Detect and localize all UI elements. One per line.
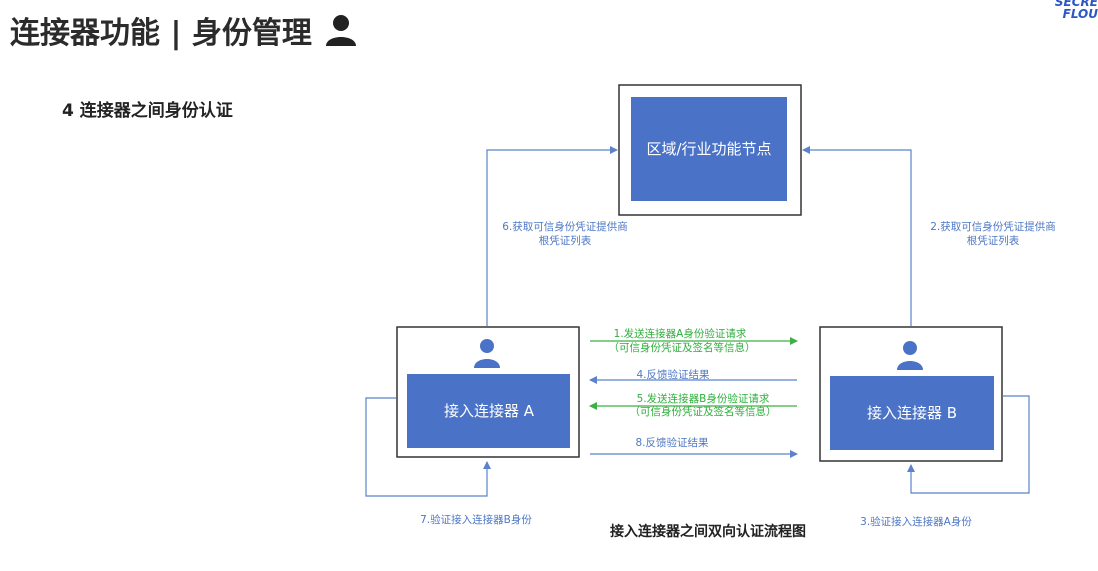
step7-label: 7.验证接入连接器B身份 [420, 513, 532, 526]
brand-logo: SECRE FLOU [1034, 0, 1098, 24]
top-node-label: 区域/行业功能节点 [646, 140, 771, 158]
page-title: 连接器功能 | 身份管理 [10, 8, 358, 52]
person-icon [325, 15, 356, 46]
step5-label-line1: 5.发送连接器B身份验证请求 [637, 392, 770, 405]
arrow-step7 [365, 397, 491, 497]
top-node: 区域/行业功能节点 [618, 84, 802, 216]
node-b-label: 接入连接器 B [867, 404, 957, 422]
node-b-person-icon [897, 341, 923, 370]
section-subtitle: 4 连接器之间身份认证 [62, 101, 233, 121]
arrow-step2 [802, 146, 912, 326]
brand-logo-line2: FLOU [1062, 7, 1098, 21]
node-a: 接入连接器 A [396, 326, 580, 458]
arrow-step3 [907, 395, 1030, 494]
node-b: 接入连接器 B [819, 326, 1003, 462]
step6-label-line2: 根凭证列表 [539, 234, 592, 247]
step2-label-line2: 根凭证列表 [967, 234, 1020, 247]
step5-label-line2: （可信身份凭证及签名等信息） [630, 405, 777, 418]
step1-label-line2: （可信身份凭证及签名等信息） [609, 341, 756, 354]
diagram-caption: 接入连接器之间双向认证流程图 [610, 523, 806, 540]
step8-label: 8.反馈验证结果 [635, 436, 709, 449]
step4-label: 4.反馈验证结果 [636, 368, 710, 381]
page-title-text: 连接器功能 | 身份管理 [10, 16, 312, 51]
step6-label-line1: 6.获取可信身份凭证提供商 [502, 220, 628, 233]
node-a-person-icon [474, 339, 500, 368]
brand-logo-line1: SECRE [1054, 0, 1098, 9]
node-a-label: 接入连接器 A [444, 402, 535, 420]
arrow-step6 [486, 146, 618, 326]
step2-label-line1: 2.获取可信身份凭证提供商 [930, 220, 1056, 233]
step1-label-line1: 1.发送连接器A身份验证请求 [614, 327, 747, 340]
step3-label: 3.验证接入连接器A身份 [860, 515, 972, 528]
